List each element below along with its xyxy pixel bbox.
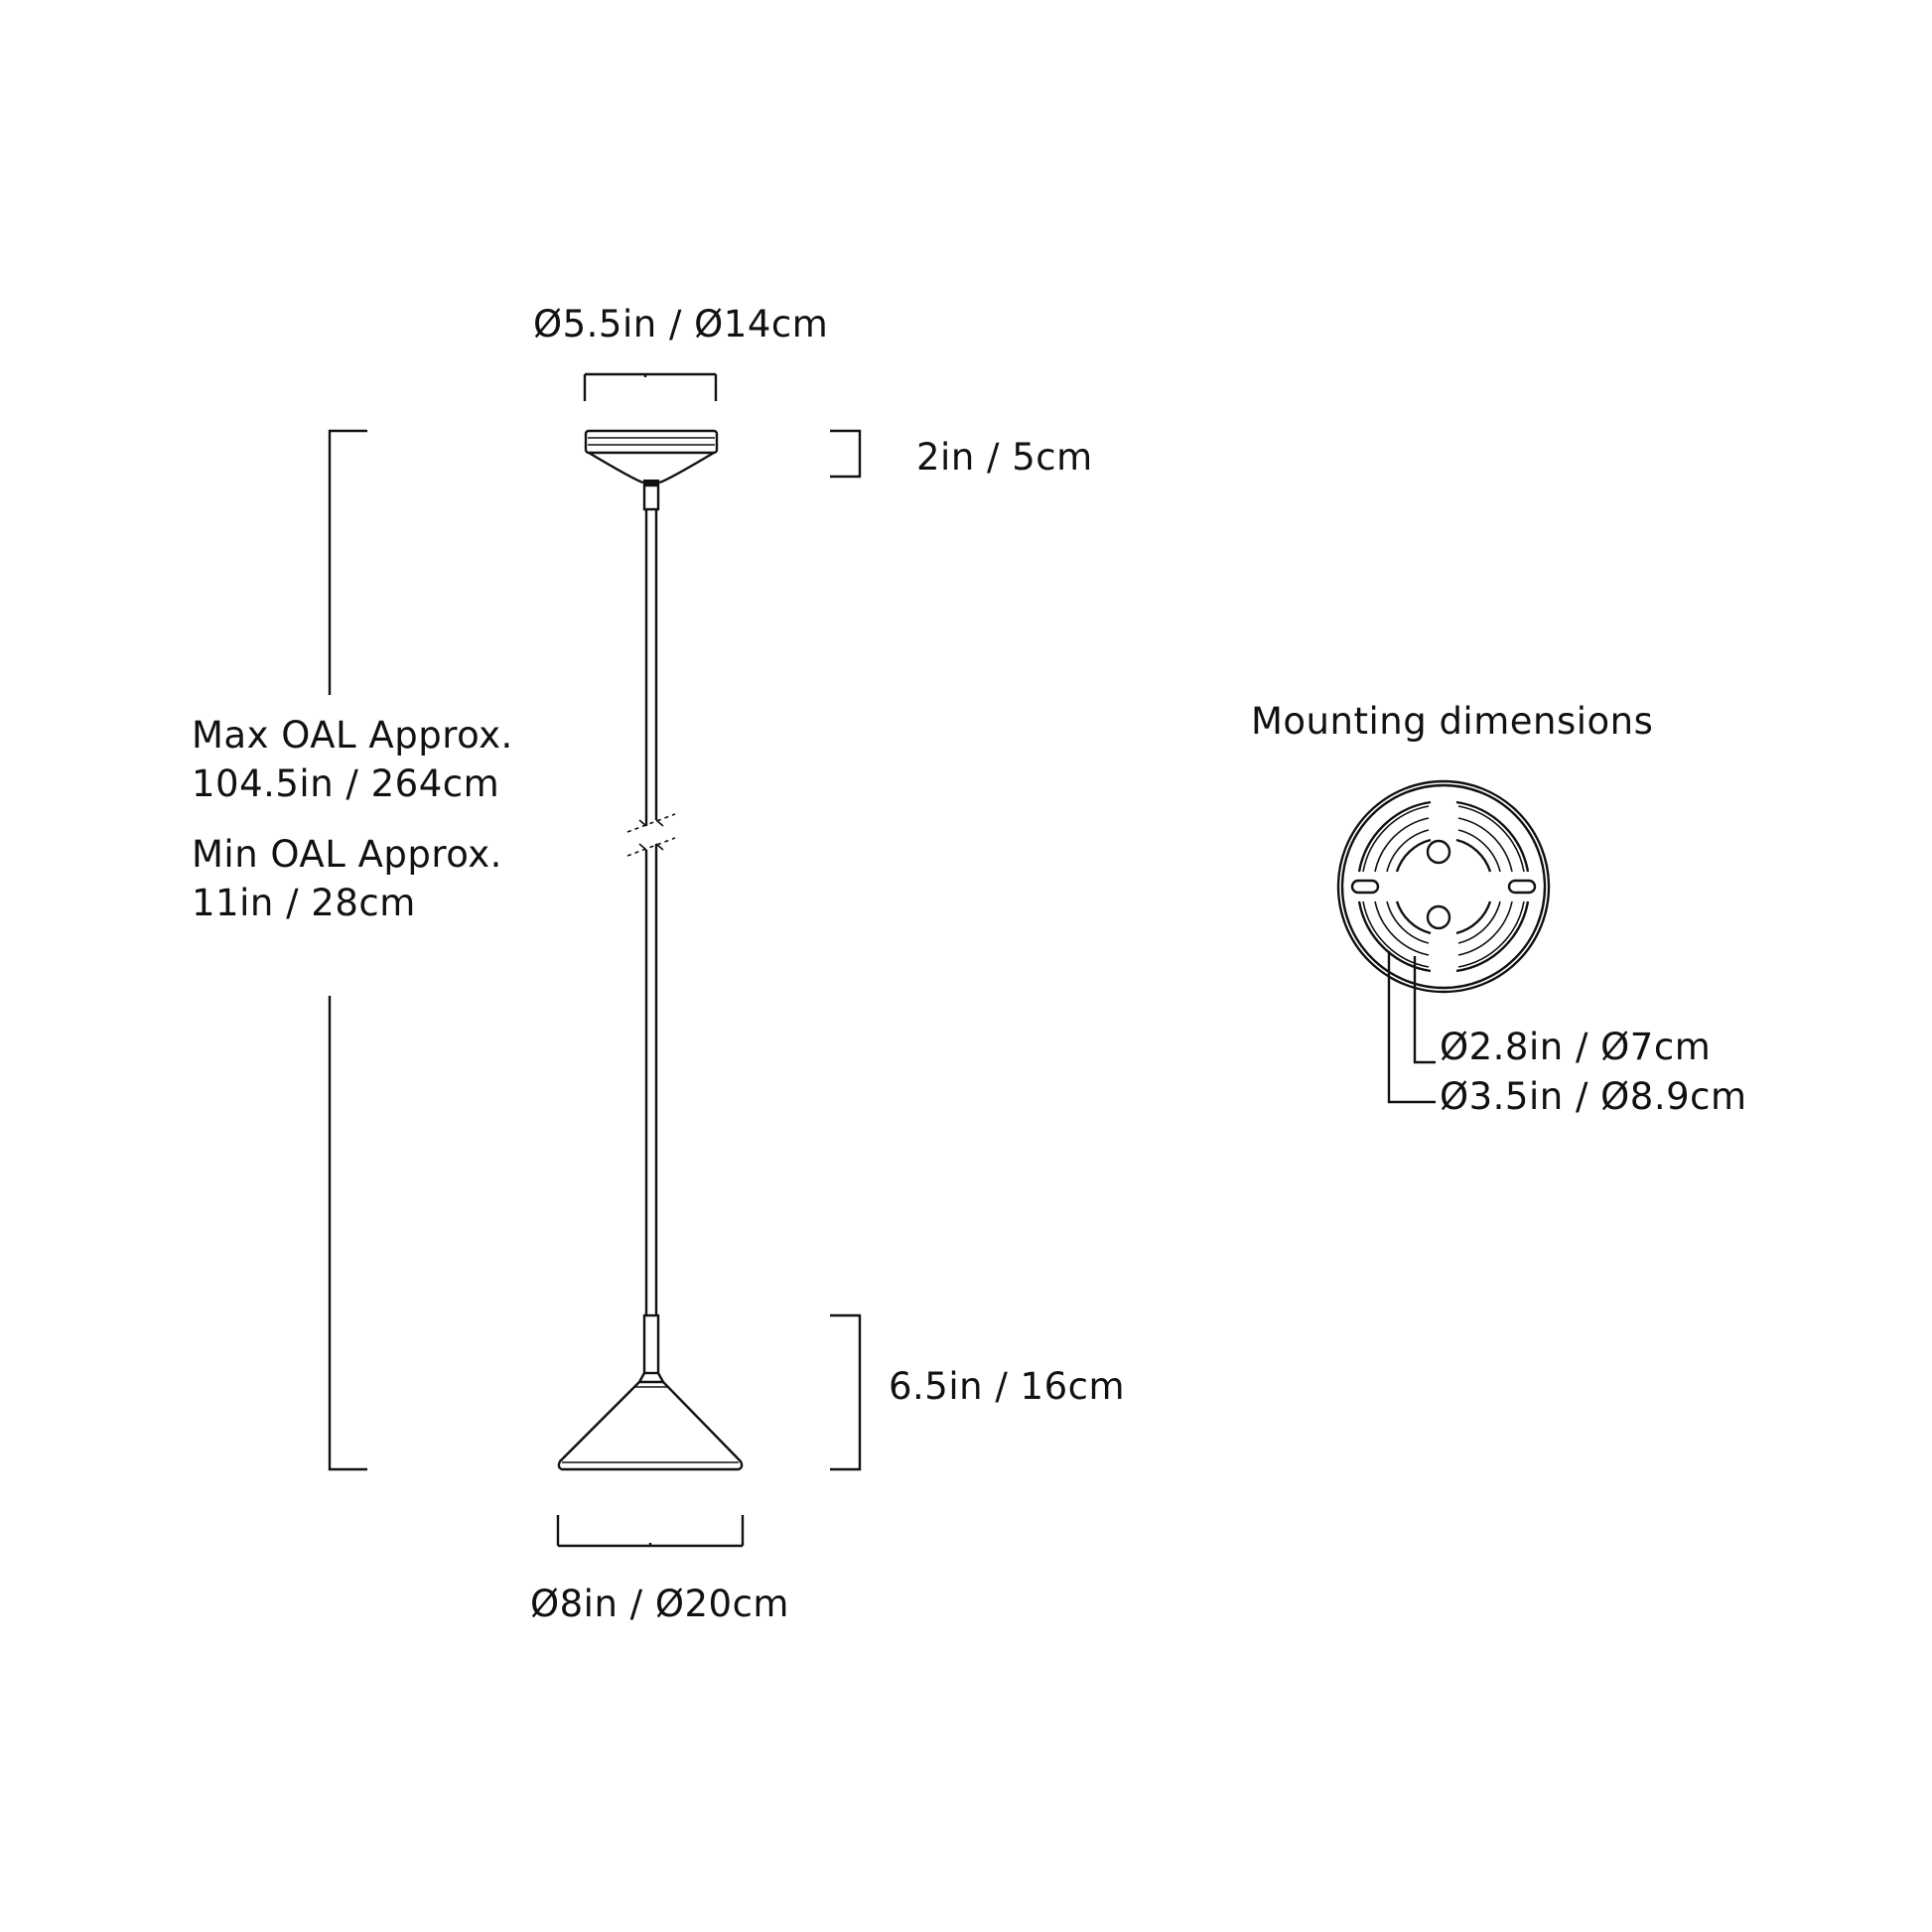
canopy-height-bracket (830, 429, 862, 479)
pendant-cord (626, 509, 676, 1315)
pendant-shade (557, 1313, 744, 1471)
min-oal-value: 11in / 28cm (192, 882, 416, 924)
mount-inner-label: Ø2.8in / Ø7cm (1440, 1026, 1712, 1068)
overall-length-bracket (328, 429, 367, 1471)
canopy-diameter-label: Ø5.5in / Ø14cm (533, 303, 829, 345)
max-oal-title: Max OAL Approx. (192, 714, 513, 757)
canopy (584, 429, 719, 511)
canopy-height-label: 2in / 5cm (916, 436, 1093, 479)
mounting-title: Mounting dimensions (1251, 700, 1654, 743)
mounting-plate (1336, 779, 1551, 1104)
shade-diameter-bracket (556, 1515, 745, 1548)
shade-height-label: 6.5in / 16cm (889, 1365, 1126, 1408)
mount-outer-label: Ø3.5in / Ø8.9cm (1440, 1075, 1747, 1118)
min-oal-title: Min OAL Approx. (192, 833, 502, 876)
max-oal-value: 104.5in / 264cm (192, 762, 500, 805)
shade-height-bracket (830, 1313, 862, 1471)
shade-diameter-label: Ø8in / Ø20cm (530, 1583, 789, 1625)
canopy-diameter-bracket (583, 372, 718, 401)
